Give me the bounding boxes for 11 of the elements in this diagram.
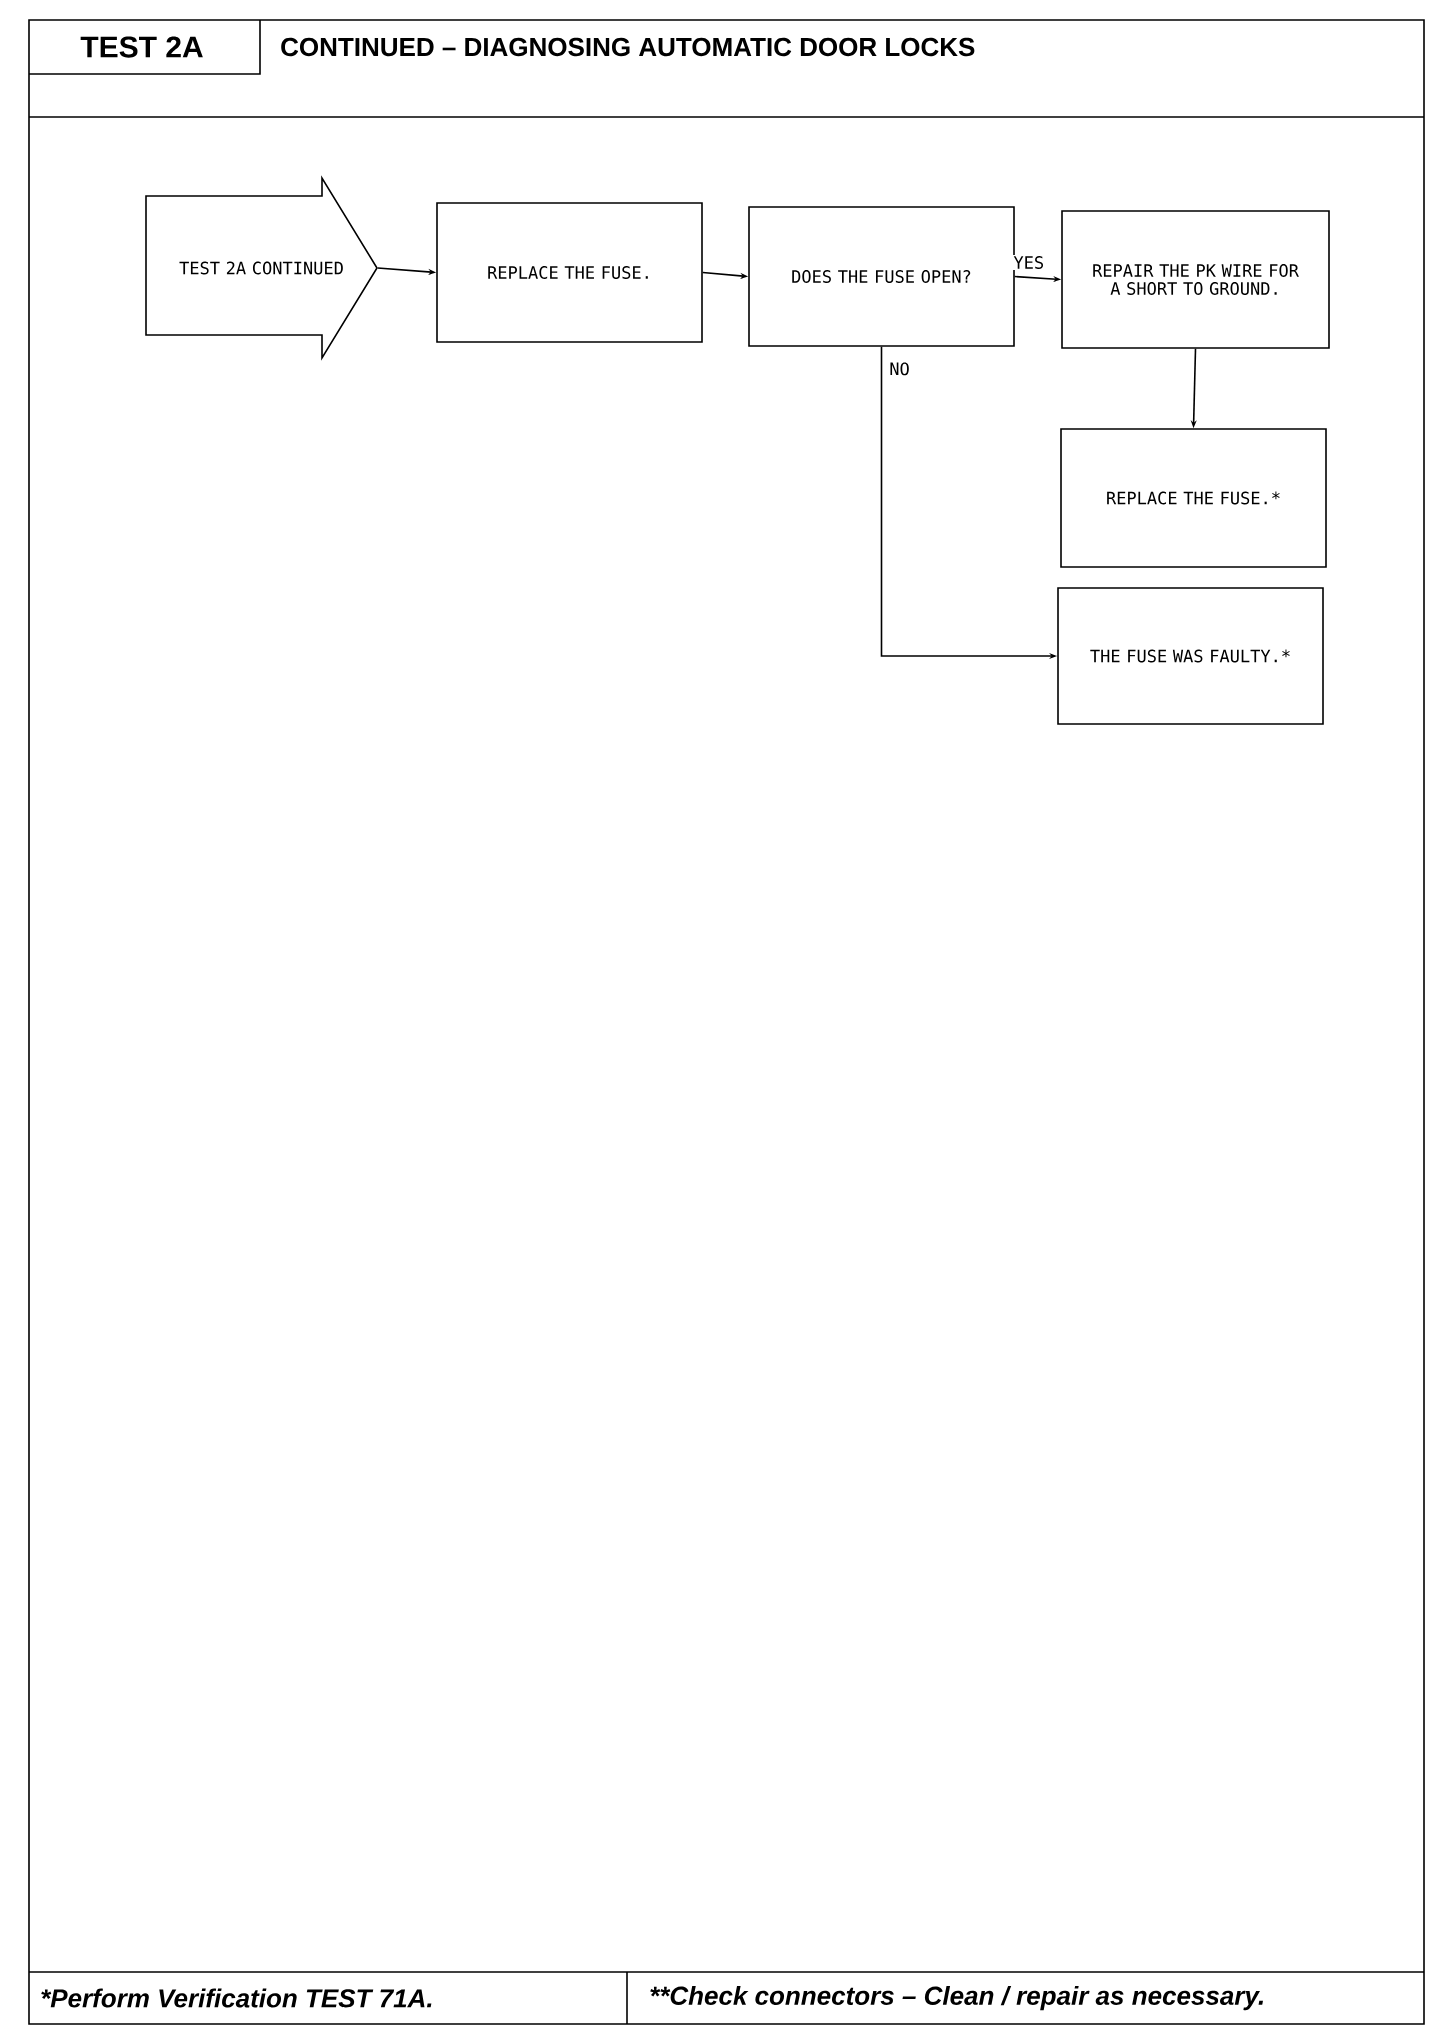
test-label: TEST 2A — [80, 36, 203, 58]
footnote: *Perform Verification TEST 71A. — [41, 1988, 432, 2008]
process-box: REPLACE THE FUSE. — [436, 202, 703, 343]
process-box: REPAIR THE PK WIRE FOR A SHORT TO GROUND. — [1061, 210, 1330, 349]
edge-label: NO — [888, 361, 911, 377]
edge-label: YES — [1012, 255, 1046, 270]
process-box: THE FUSE WAS FAULTY.* — [1057, 587, 1324, 725]
title: CONTINUED – DIAGNOSING AUTOMATIC DOOR LOCKS — [281, 37, 975, 57]
process-box: REPLACE THE FUSE.* — [1060, 428, 1327, 568]
footnote: **Check connectors – Clean / repair as necessary. — [650, 1985, 1263, 2011]
process-box: DOES THE FUSE OPEN? — [748, 206, 1015, 347]
